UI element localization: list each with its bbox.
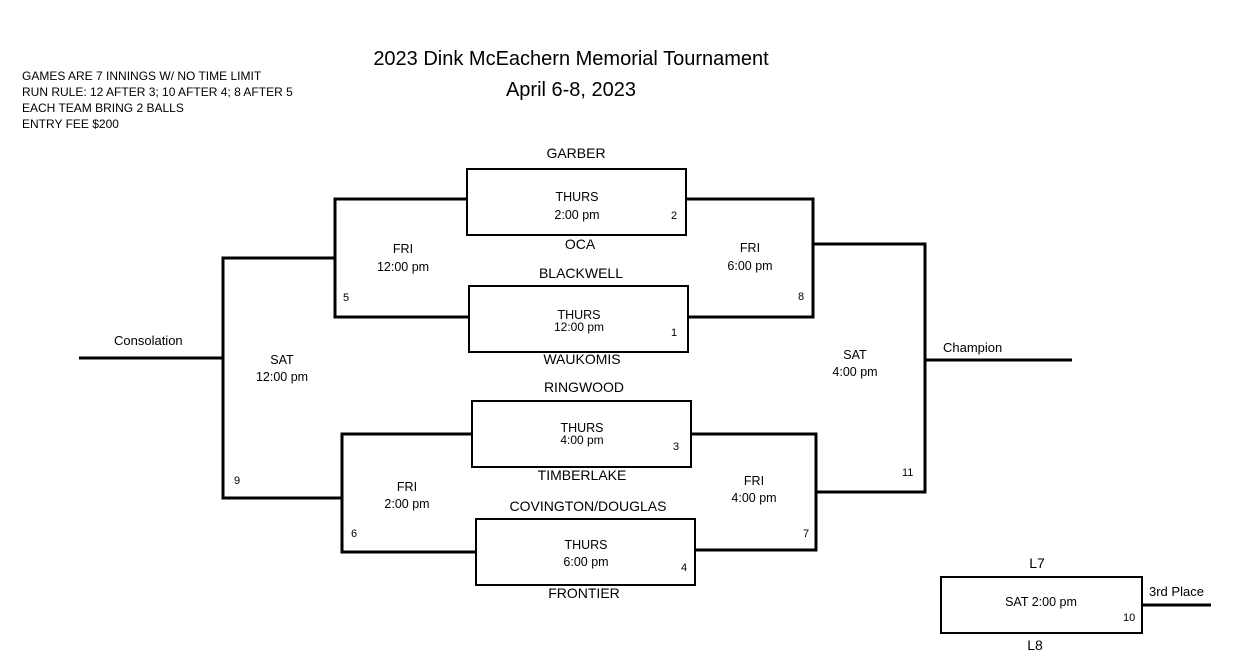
game-10-box: SAT 2:00 pm 10 (940, 576, 1143, 634)
game-3-time: 4:00 pm (560, 433, 604, 447)
game-6-number: 6 (351, 528, 358, 540)
team-oca: OCA (564, 236, 596, 252)
game-11-time: 4:00 pm (832, 365, 878, 379)
game-8-day: FRI (739, 241, 761, 255)
game-2-number: 2 (671, 210, 678, 222)
game-1-number: 1 (671, 327, 678, 339)
rule-innings: GAMES ARE 7 INNINGS W/ NO TIME LIMIT (22, 69, 262, 83)
team-garber: GARBER (546, 145, 606, 161)
tournament-title: 2023 Dink McEachern Memorial Tournament (373, 48, 769, 70)
team-blackwell: BLACKWELL (538, 265, 624, 281)
champion-label: Champion (943, 340, 1003, 355)
game-4-day: THURS (564, 538, 608, 552)
game-9-number: 9 (234, 475, 241, 487)
game-5-day: FRI (392, 242, 414, 256)
game-11-number: 11 (902, 467, 914, 479)
game-2-box: THURS 2:00 pm 2 (466, 168, 687, 236)
game-3-box: THURS 4:00 pm 3 (471, 400, 692, 468)
team-timberlake: TIMBERLAKE (537, 467, 627, 483)
rule-entry-fee: ENTRY FEE $200 (22, 117, 119, 131)
game-6-day: FRI (396, 480, 418, 494)
team-ringwood: RINGWOOD (543, 379, 625, 395)
game-8-number: 8 (798, 291, 805, 303)
third-place-label: 3rd Place (1149, 584, 1204, 599)
game-4-number: 4 (681, 562, 688, 574)
game-10-top-seed: L7 (1029, 555, 1045, 571)
game-7-time: 4:00 pm (731, 491, 777, 505)
game-6-time: 2:00 pm (384, 497, 430, 511)
game-10-number: 10 (1123, 612, 1136, 624)
game-9-time: 12:00 pm (255, 370, 309, 384)
tournament-dates: April 6-8, 2023 (505, 79, 637, 101)
game-7-number: 7 (803, 528, 810, 540)
team-frontier: FRONTIER (548, 585, 620, 601)
game-3-number: 3 (673, 441, 680, 453)
game-2-time: 2:00 pm (554, 208, 600, 222)
game-1-box: THURS 12:00 pm 1 (468, 285, 689, 353)
team-covington-douglas: COVINGTON/DOUGLAS (509, 498, 667, 514)
game-10-slot: SAT 2:00 pm (1005, 595, 1077, 609)
game-8-time: 6:00 pm (727, 259, 773, 273)
game-3-day: THURS (560, 421, 604, 435)
game-9-day: SAT (270, 353, 294, 367)
game-1-day: THURS (557, 308, 601, 322)
game-4-time: 6:00 pm (563, 555, 609, 569)
consolation-label: Consolation (114, 333, 183, 348)
game-10-bottom-seed: L8 (1027, 637, 1043, 653)
team-waukomis: WAUKOMIS (543, 351, 621, 367)
game-2-day: THURS (555, 190, 599, 204)
game-7-day: FRI (743, 474, 765, 488)
game-4-box: THURS 6:00 pm 4 (475, 518, 696, 586)
game-5-time: 12:00 pm (376, 260, 430, 274)
rule-run-rule: RUN RULE: 12 AFTER 3; 10 AFTER 4; 8 AFTE… (22, 85, 293, 99)
game-1-time: 12:00 pm (553, 320, 605, 334)
rule-balls: EACH TEAM BRING 2 BALLS (22, 101, 184, 115)
game-11-day: SAT (843, 348, 867, 362)
game-5-number: 5 (343, 292, 350, 304)
